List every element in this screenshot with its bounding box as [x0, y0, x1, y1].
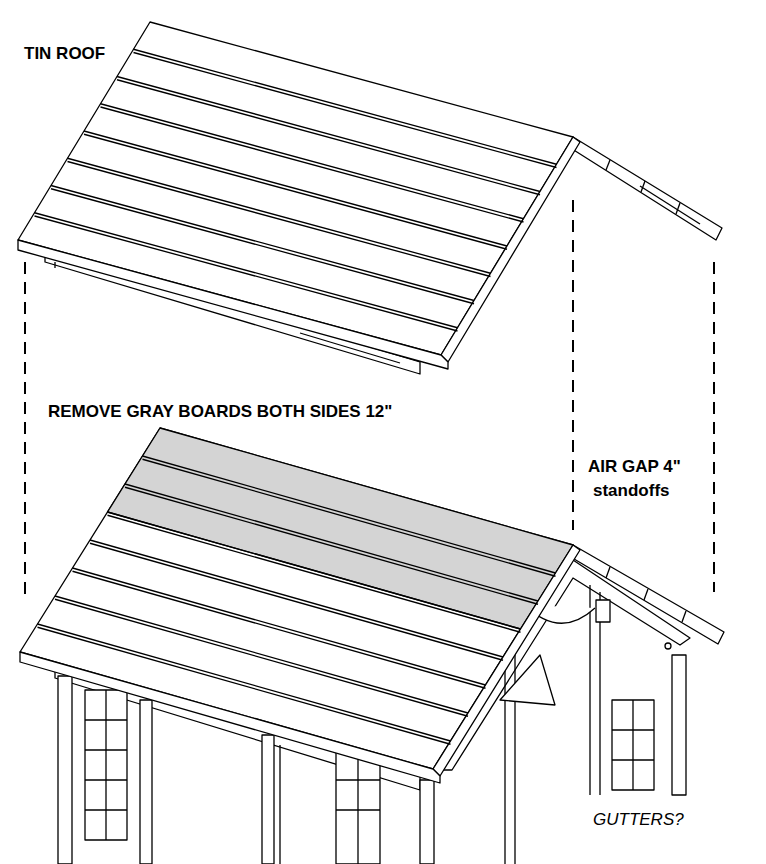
playhouse-roof	[433, 545, 580, 776]
playhouse-walls	[105, 690, 106, 840]
playhouse-roof	[38, 627, 451, 744]
tin-roof-panel	[18, 240, 448, 369]
tin-roof-panel	[68, 162, 491, 277]
gable-truss	[612, 759, 654, 760]
playhouse-roof	[143, 459, 556, 576]
roof-far-slope	[644, 589, 648, 600]
tin-roof-underside	[54, 262, 55, 268]
gable-truss	[632, 700, 633, 790]
gable-truss	[672, 655, 686, 795]
tin-roof-panel	[134, 49, 557, 164]
playhouse-roof	[90, 540, 503, 657]
playhouse-roof	[20, 652, 440, 783]
tin-roof-panel	[35, 213, 458, 328]
tin-roof-panel	[101, 107, 524, 222]
tin-roof-panel	[134, 53, 557, 168]
title-label: TIN ROOF	[24, 44, 105, 64]
playhouse-roof	[108, 428, 574, 629]
playhouse-roof	[125, 487, 538, 604]
instruction-label: REMOVE GRAY BOARDS BOTH SIDES 12"	[48, 402, 392, 422]
tin-roof-panel	[18, 22, 580, 369]
playhouse-roof	[143, 456, 556, 573]
playhouse-walls	[262, 735, 274, 864]
tin-roof-panel	[51, 189, 474, 304]
gable-truss	[596, 600, 610, 622]
playhouse-walls	[420, 780, 434, 864]
playhouse-roof	[38, 624, 451, 741]
playhouse-roof	[90, 543, 503, 660]
gable-truss	[665, 643, 671, 649]
playhouse-roof	[108, 515, 521, 632]
roof-far-slope	[569, 545, 724, 644]
playhouse-roof	[55, 596, 468, 713]
note-label: standoffs	[593, 481, 670, 501]
tin-roof-far-slope	[606, 160, 610, 170]
tin-roof-panel	[68, 158, 491, 273]
tin-roof-panel	[101, 104, 524, 219]
playhouse-walls	[336, 750, 380, 864]
roof-far-slope	[606, 567, 610, 578]
playhouse-roof	[55, 599, 468, 716]
tin-roof-panel	[18, 22, 573, 355]
question-label: GUTTERS?	[593, 810, 684, 830]
roof-far-slope	[682, 611, 686, 622]
playhouse-roof	[108, 512, 521, 629]
dashed-guide	[713, 262, 715, 592]
playhouse-walls	[58, 676, 72, 864]
dimension-label: AIR GAP 4"	[588, 457, 681, 477]
tin-roof-far-slope	[569, 137, 722, 240]
playhouse-roof	[125, 484, 538, 601]
playhouse-walls	[85, 690, 127, 840]
tin-roof-far-slope	[569, 137, 722, 240]
tin-roof-panel	[51, 186, 474, 301]
playhouse-walls	[140, 700, 152, 864]
playhouse-walls	[357, 750, 358, 864]
gable-truss	[589, 585, 590, 795]
playhouse-roof	[73, 568, 486, 685]
tin-roof-panel	[84, 134, 507, 249]
playhouse-roof	[20, 428, 580, 783]
tin-roof-panel	[35, 216, 458, 331]
tin-roof-panel	[117, 80, 540, 195]
dashed-guide	[572, 200, 574, 530]
roof-far-slope	[569, 545, 724, 644]
playhouse-walls	[279, 745, 280, 864]
playhouse-roof	[20, 428, 573, 769]
gable-truss	[612, 700, 654, 790]
dashed-guide	[24, 262, 26, 600]
gable-truss	[612, 729, 654, 730]
tin-roof-far-slope	[640, 186, 700, 224]
tin-roof-panel	[117, 77, 540, 192]
tin-roof-panel	[84, 131, 507, 246]
playhouse-roof	[73, 571, 486, 688]
